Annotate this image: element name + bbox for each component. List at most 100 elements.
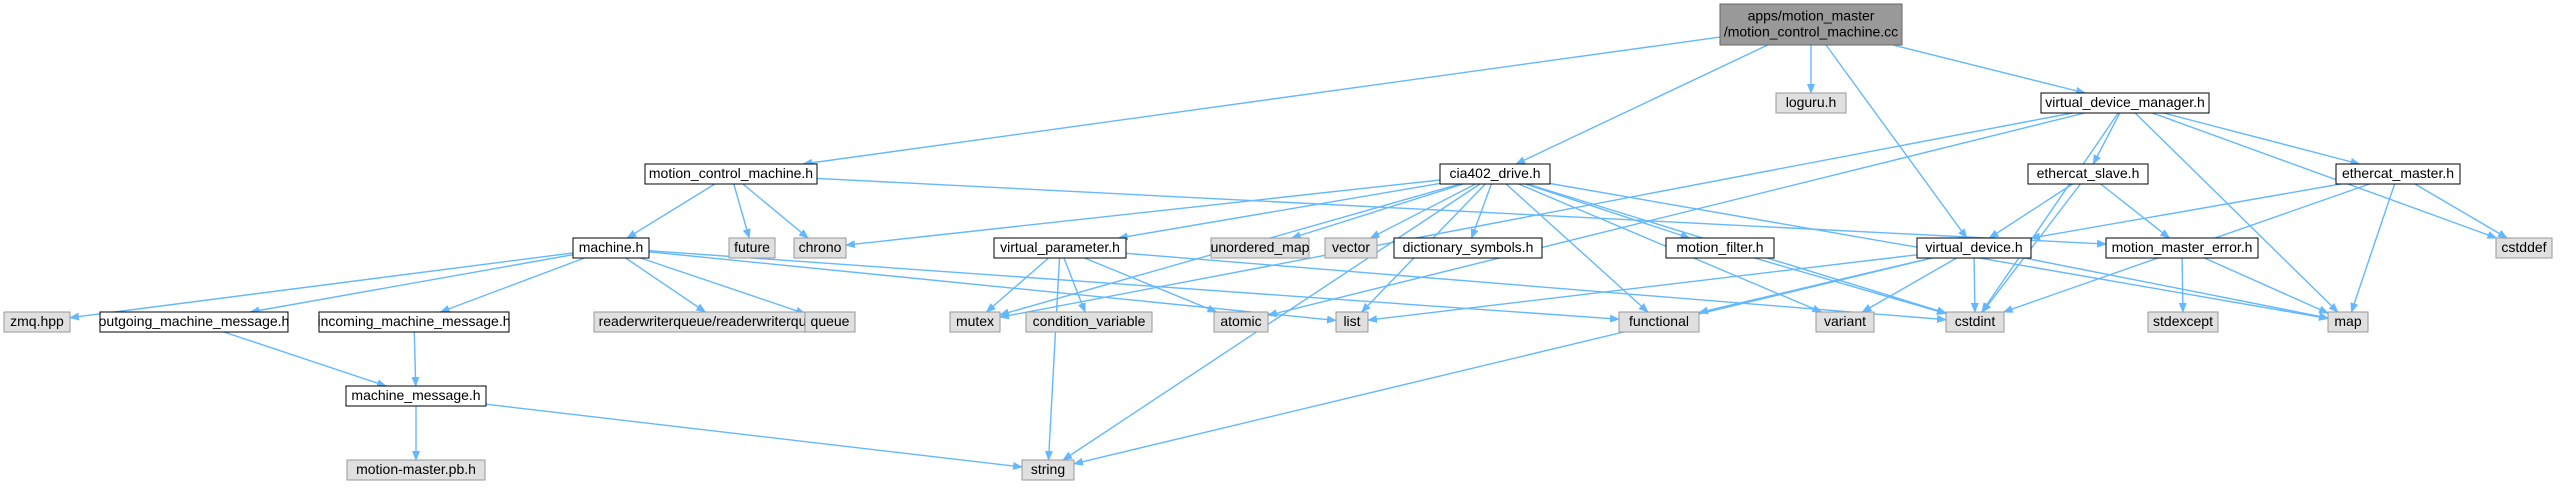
edge-vdevice-to-map [2024,257,2329,321]
edge-vparam-to-atomic [1084,257,1218,313]
node-label-functional: functional [1629,313,1689,329]
edge-vdm-to-atomic [1267,112,2085,318]
node-ecslave[interactable]: ethercat_slave.h [2027,163,2149,185]
edge-ecmaster-to-cstddef [2414,183,2508,239]
node-label-cstddef: cstddef [2501,239,2546,255]
edge-machine-to-rwq [625,257,707,313]
node-label-cstdint: cstdint [1955,313,1996,329]
edge-vdm-to-map [2134,112,2339,313]
edge-ecmaster-to-map [2350,183,2396,313]
node-box-cstddef [2495,237,2553,259]
node-box-atomic [1213,311,1269,333]
node-vparam[interactable]: virtual_parameter.h [993,237,1127,259]
node-box-ecmaster[interactable] [2335,163,2461,185]
edge-vdm-to-cstdint [1981,112,2119,313]
node-ecmaster[interactable]: ethercat_master.h [2335,163,2461,185]
edge-machine-to-queue [640,257,806,315]
node-box-queue [804,311,856,333]
node-box-cstdint [1945,311,2005,333]
edge-machmsg-to-string [485,403,1023,470]
edge-machine-to-list [648,251,1337,324]
edge-root-to-mcm [802,36,1721,167]
edge-cia402-to-string [1062,183,1481,461]
node-box-inmsg[interactable] [318,311,510,333]
node-mcm[interactable]: motion_control_machine.h [644,163,818,185]
node-box-ecslave[interactable] [2027,163,2149,185]
node-vdm[interactable]: virtual_device_manager.h [2040,92,2210,114]
edge-root-to-vdm [1892,44,2086,95]
node-label-queue: queue [811,313,850,329]
node-box-list [1335,311,1369,333]
node-label-root-line2: /motion_control_machine.cc [1724,24,1898,40]
node-label-condvar: condition_variable [1033,313,1146,329]
edge-vparam-to-cstdint [1125,252,1947,323]
edge-mfilter-to-cstdint [1754,257,1947,315]
node-label-variant: variant [1824,313,1866,329]
edge-cia402-to-dictsym [1470,183,1493,239]
edge-machine-to-functional [648,250,1620,323]
node-list: list [1335,311,1369,333]
node-label-mutex: mutex [956,313,994,329]
node-label-mcm: motion_control_machine.h [649,165,813,181]
node-cia402[interactable]: cia402_drive.h [1439,163,1551,185]
node-box-string [1021,459,1075,481]
node-mmerror[interactable]: motion_master_error.h [2105,237,2259,259]
edge-ecslave-to-vdevice [1988,183,2073,239]
node-box-vdevice[interactable] [1916,237,2032,259]
node-box-vector [1324,237,1378,259]
node-box-mfilter[interactable] [1665,237,1775,259]
node-box-functional [1618,311,1700,333]
node-label-future: future [734,239,770,255]
node-inmsg[interactable]: incoming_machine_message.h [318,311,511,333]
node-label-rwq: readerwriterqueue/readerwriterqueue.h [599,313,842,329]
edge-cia402-to-vector [1369,183,1476,239]
edge-vdevice-to-list [1367,254,1918,324]
node-label-machine: machine.h [579,239,644,255]
node-label-ecmaster: ethercat_master.h [2342,165,2454,181]
node-label-vparam: virtual_parameter.h [1000,239,1120,255]
node-box-pb [346,459,486,481]
edge-machine-to-zmq [69,252,574,321]
node-label-pb: motion-master.pb.h [356,461,476,477]
node-machmsg[interactable]: machine_message.h [345,385,487,407]
node-label-unordmap: unordered_map [1211,239,1310,255]
node-label-list: list [1343,313,1360,329]
node-atomic: atomic [1213,311,1269,333]
node-box-stdexcept [2147,311,2219,333]
node-label-root-line1: apps/motion_master [1748,8,1875,24]
edge-vdevice-to-cstdint [1970,257,1979,313]
node-box-outmsg[interactable] [99,311,289,333]
node-pb: motion-master.pb.h [346,459,486,481]
node-machine[interactable]: machine.h [572,237,650,259]
node-outmsg[interactable]: outgoing_machine_message.h [99,311,290,333]
node-box-machine[interactable] [572,237,650,259]
node-box-dictsym[interactable] [1393,237,1543,259]
node-box-mmerror[interactable] [2105,237,2259,259]
edge-cia402-to-unordmap [1290,183,1464,240]
edge-machine-to-outmsg [249,254,574,315]
node-box-chrono [793,237,847,259]
node-box-vparam[interactable] [993,237,1127,259]
edge-vdm-to-ecslave [2092,112,2121,165]
node-box-map [2327,311,2369,333]
node-box-vdm[interactable] [2040,92,2210,114]
node-box-mcm[interactable] [644,163,818,185]
node-vdevice[interactable]: virtual_device.h [1916,237,2032,259]
edge-root-to-cia402 [1515,44,1768,165]
node-label-dictsym: dictionary_symbols.h [1403,239,1534,255]
node-stdexcept: stdexcept [2147,311,2219,333]
node-mfilter[interactable]: motion_filter.h [1665,237,1775,259]
node-dictsym[interactable]: dictionary_symbols.h [1393,237,1543,259]
node-label-vdm: virtual_device_manager.h [2045,94,2205,110]
node-unordmap: unordered_map [1210,237,1310,259]
node-vector: vector [1324,237,1378,259]
node-label-cia402: cia402_drive.h [1449,165,1540,181]
node-box-unordmap [1210,237,1310,259]
node-box-machmsg[interactable] [345,385,487,407]
edge-vparam-to-string [1044,257,1061,461]
nodes-layer: apps/motion_master/motion_control_machin… [3,3,2553,481]
node-box-cia402[interactable] [1439,163,1551,185]
node-chrono: chrono [793,237,847,259]
node-label-atomic: atomic [1220,313,1261,329]
